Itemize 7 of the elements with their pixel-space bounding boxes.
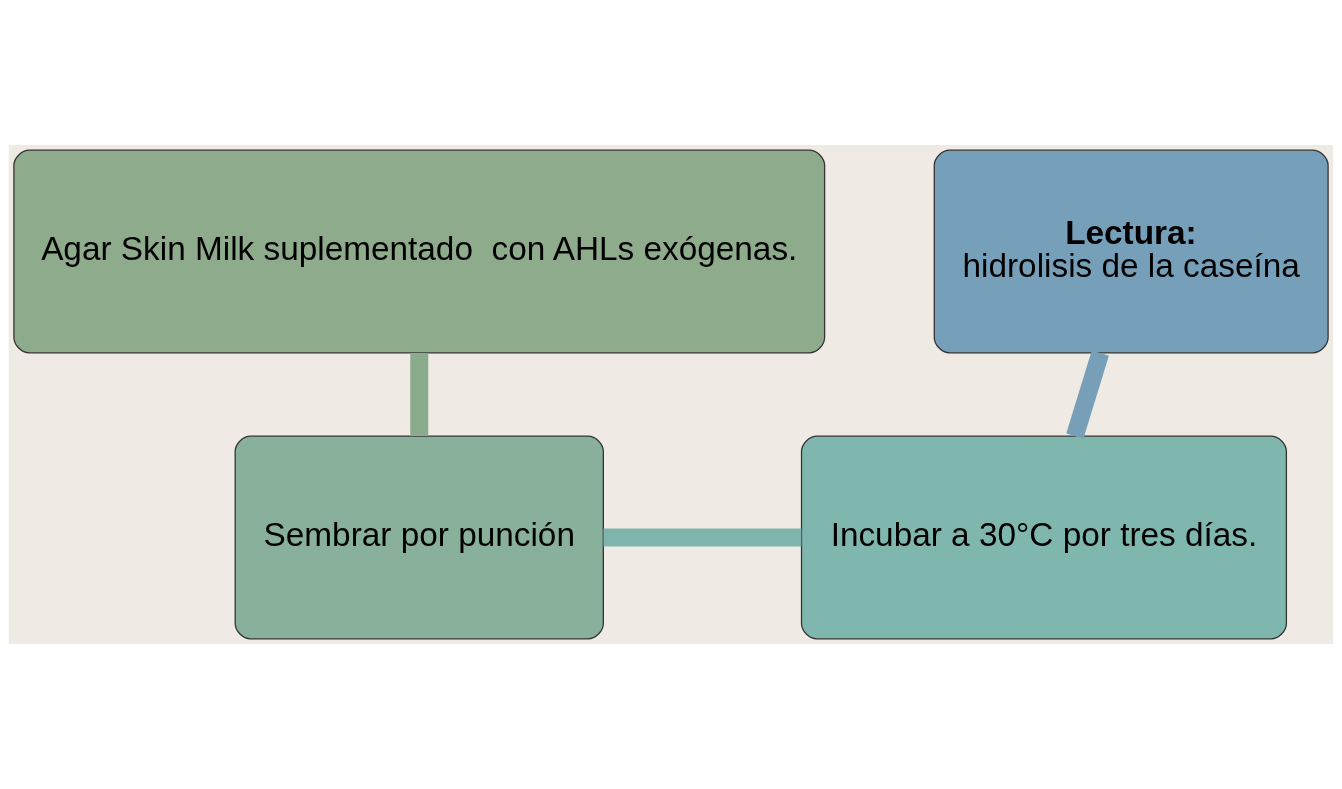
node-box: Sembrar por punción: [234, 435, 604, 640]
connector: [410, 353, 429, 437]
connector: [603, 528, 802, 547]
node-box: Incubar a 30°C por tres días.: [800, 435, 1288, 640]
node-box: Lectura: hidrolisis de la caseína: [933, 149, 1329, 354]
connector: [1066, 350, 1109, 439]
node-box: Agar Skin Milk suplementado con AHLs exógenas.: [13, 149, 826, 354]
